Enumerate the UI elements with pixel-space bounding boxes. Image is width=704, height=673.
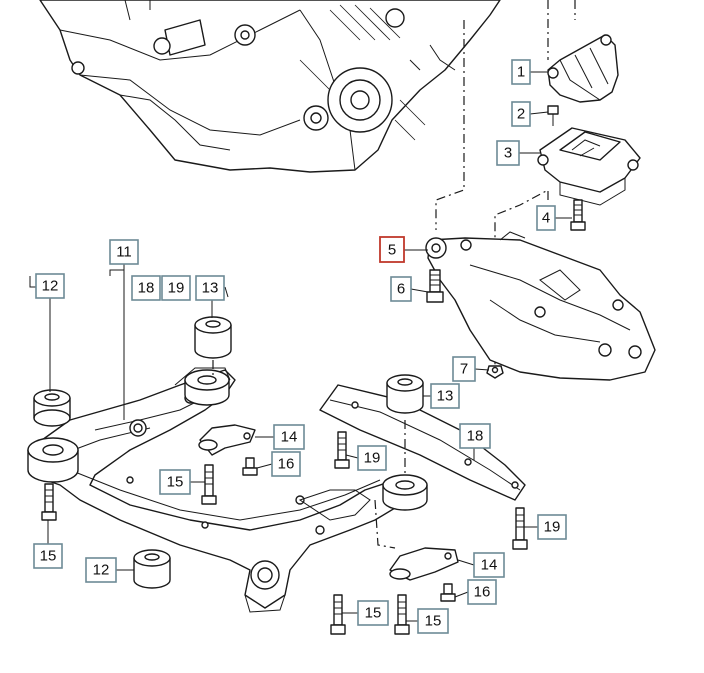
part-7-nut: [486, 365, 504, 379]
callout-2: 2: [511, 101, 531, 127]
callout-7: 7: [452, 356, 476, 382]
svg-text:19: 19: [168, 280, 185, 297]
callout-15-bottom-left: 15: [357, 600, 389, 626]
svg-text:19: 19: [364, 450, 381, 467]
callout-15-middle: 15: [159, 469, 191, 495]
svg-text:14: 14: [481, 557, 498, 574]
callout-18-upper: 18: [131, 275, 161, 301]
svg-text:15: 15: [40, 548, 57, 565]
callout-5: 5: [379, 236, 405, 263]
callout-12-upper: 12: [35, 273, 65, 299]
part-13-bushing-lower: [386, 374, 424, 414]
part-5-support-bracket: [425, 231, 656, 381]
part-14-bracket-upper: [198, 424, 256, 456]
svg-text:15: 15: [425, 613, 442, 630]
callout-6: 6: [390, 276, 412, 302]
callout-14-lower: 14: [473, 552, 505, 578]
callout-13-lower: 13: [430, 383, 460, 409]
part-15-bolt-a: [41, 483, 57, 521]
part-12-bushing-lower: [133, 549, 171, 589]
svg-text:18: 18: [138, 280, 155, 297]
callout-13-upper: 13: [195, 275, 225, 301]
callout-19-middle: 19: [357, 445, 387, 471]
svg-text:19: 19: [544, 519, 561, 536]
svg-text:1: 1: [517, 64, 525, 81]
part-4-bolt: [570, 199, 586, 231]
leader-lines: [29, 71, 572, 622]
callout-16-upper: 16: [271, 451, 301, 477]
svg-text:16: 16: [474, 584, 491, 601]
callout-19-lower: 19: [537, 514, 567, 540]
callout-19-upper: 19: [161, 275, 191, 301]
part-12-bushing-upper: [33, 389, 71, 427]
svg-text:13: 13: [202, 280, 219, 297]
svg-text:4: 4: [542, 210, 550, 227]
svg-text:13: 13: [437, 388, 454, 405]
svg-text:2: 2: [517, 106, 525, 123]
callout-18-lower: 18: [459, 423, 491, 449]
part-19-bolt-b: [512, 507, 528, 550]
svg-text:14: 14: [281, 429, 298, 446]
part-6-bolt: [426, 269, 444, 303]
part-19-bolt-a: [334, 431, 350, 469]
callout-1: 1: [511, 59, 531, 85]
part-15-bolt-c: [330, 594, 346, 635]
svg-text:15: 15: [167, 474, 184, 491]
svg-text:6: 6: [397, 281, 405, 298]
svg-text:3: 3: [504, 145, 512, 162]
part-18-cross-member: [319, 384, 526, 501]
subframe-mount-rear-left: [184, 369, 230, 406]
svg-text:7: 7: [460, 361, 468, 378]
svg-text:5: 5: [388, 242, 396, 259]
part-11-subframe: [27, 367, 411, 613]
callout-15-bottom-right: 15: [417, 608, 449, 634]
part-14-bracket-lower: [389, 547, 459, 581]
svg-text:12: 12: [42, 278, 59, 295]
part-3-gearbox-mount: [537, 127, 641, 206]
callout-3: 3: [496, 140, 520, 166]
callout-16-lower: 16: [467, 579, 497, 605]
callout-4: 4: [536, 205, 556, 231]
svg-text:11: 11: [116, 244, 132, 261]
subframe-mount-left: [27, 437, 79, 483]
part-16-nut-a: [242, 457, 258, 476]
callout-11: 11: [109, 239, 139, 265]
part-15-bolt-b: [201, 464, 217, 505]
svg-text:12: 12: [93, 562, 110, 579]
callout-14-upper: 14: [273, 424, 305, 450]
svg-text:15: 15: [365, 605, 382, 622]
callout-12-lower: 12: [85, 557, 117, 583]
gearbox-housing: [39, 0, 501, 173]
subframe-mount-right: [382, 474, 428, 511]
part-1-upper-bracket: [547, 34, 619, 103]
part-15-bolt-d: [394, 594, 410, 635]
part-16-nut-b: [440, 583, 456, 602]
part-13-bushing-upper: [194, 316, 232, 359]
svg-text:18: 18: [467, 428, 484, 445]
svg-text:16: 16: [278, 456, 295, 473]
part-2-bolt: [547, 105, 559, 126]
callout-15-left: 15: [33, 543, 63, 569]
